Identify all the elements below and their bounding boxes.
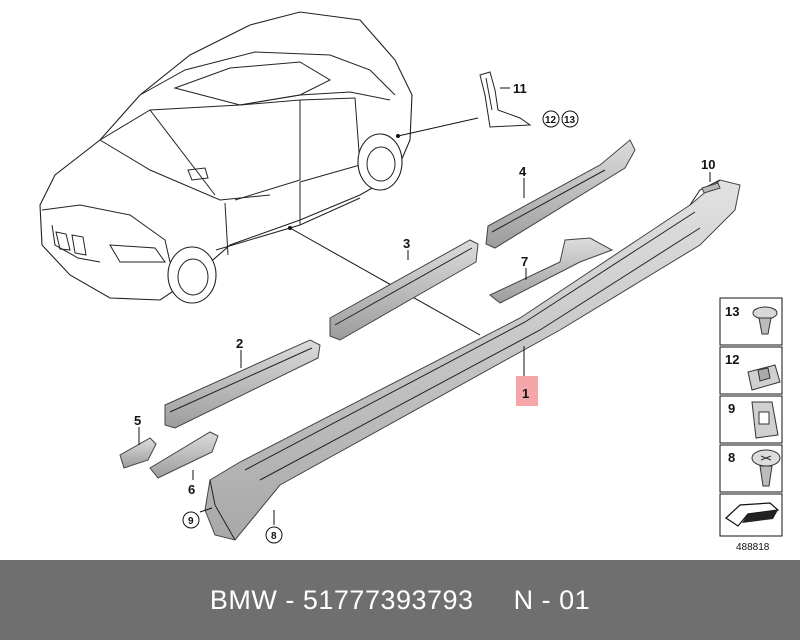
legend-number-12: 12 bbox=[725, 352, 739, 367]
callout-7[interactable]: 7 bbox=[521, 254, 528, 269]
callout-5[interactable]: 5 bbox=[134, 413, 141, 428]
parts-diagram: 1 2 3 4 5 6 7 8 9 10 11 12 13 13 12 9 8 bbox=[39, 11, 783, 544]
callout-1[interactable]: 1 bbox=[522, 386, 529, 401]
part-6-bracket bbox=[149, 431, 219, 479]
legend-box-13[interactable] bbox=[719, 297, 783, 346]
diagram-reference-number: 488818 bbox=[736, 542, 770, 553]
footer-separator: - bbox=[277, 584, 303, 615]
legend-number-8: 8 bbox=[728, 450, 735, 465]
callout-13[interactable]: 13 bbox=[564, 115, 576, 126]
callout-9-circle bbox=[182, 511, 200, 529]
legend-panel: 13 12 9 8 bbox=[719, 297, 783, 537]
callout-1-highlight bbox=[516, 376, 538, 406]
part-11-bracket bbox=[479, 71, 532, 128]
clip-nut-icon bbox=[747, 364, 781, 391]
callout-9[interactable]: 9 bbox=[188, 516, 194, 527]
footer-gap bbox=[474, 585, 514, 616]
part-4-trim-strip bbox=[485, 139, 636, 249]
callout-12[interactable]: 12 bbox=[545, 115, 557, 126]
footer-brand: BMW bbox=[209, 584, 278, 615]
callout-8[interactable]: 8 bbox=[271, 531, 277, 542]
footer-part-number[interactable]: 51777393793 bbox=[302, 584, 474, 615]
part-7-bracket bbox=[489, 237, 614, 304]
part-1-side-sill bbox=[204, 179, 741, 541]
callout-2[interactable]: 2 bbox=[236, 336, 243, 351]
leader-line-car-sill bbox=[289, 227, 481, 336]
callout-3[interactable]: 3 bbox=[403, 236, 410, 251]
leader-9 bbox=[199, 507, 213, 513]
part-3-trim-strip bbox=[329, 239, 479, 341]
callout-6[interactable]: 6 bbox=[188, 482, 195, 497]
footer-bar: BMW - 51777393793 N - 01 bbox=[0, 560, 800, 640]
part-5-bracket bbox=[119, 437, 157, 469]
legend-number-9: 9 bbox=[728, 401, 735, 416]
arrow-tool-icon bbox=[725, 502, 780, 527]
footer-page: N - 01 bbox=[513, 584, 591, 615]
callout-10[interactable]: 10 bbox=[701, 157, 715, 172]
expanding-rivet-icon bbox=[751, 449, 781, 487]
car-outline bbox=[39, 11, 413, 304]
callout-11[interactable]: 11 bbox=[513, 81, 527, 96]
part-10-pad bbox=[701, 182, 721, 194]
callout-8-circle bbox=[265, 526, 283, 544]
legend-number-13: 13 bbox=[725, 304, 739, 319]
callout-4[interactable]: 4 bbox=[519, 164, 527, 179]
callout-12-circle bbox=[542, 110, 560, 128]
push-rivet-icon bbox=[752, 306, 778, 335]
leader-line-car-bracket bbox=[397, 117, 479, 137]
part-2-trim-strip bbox=[164, 339, 321, 429]
callout-13-circle bbox=[561, 110, 579, 128]
clamp-icon bbox=[751, 401, 779, 439]
